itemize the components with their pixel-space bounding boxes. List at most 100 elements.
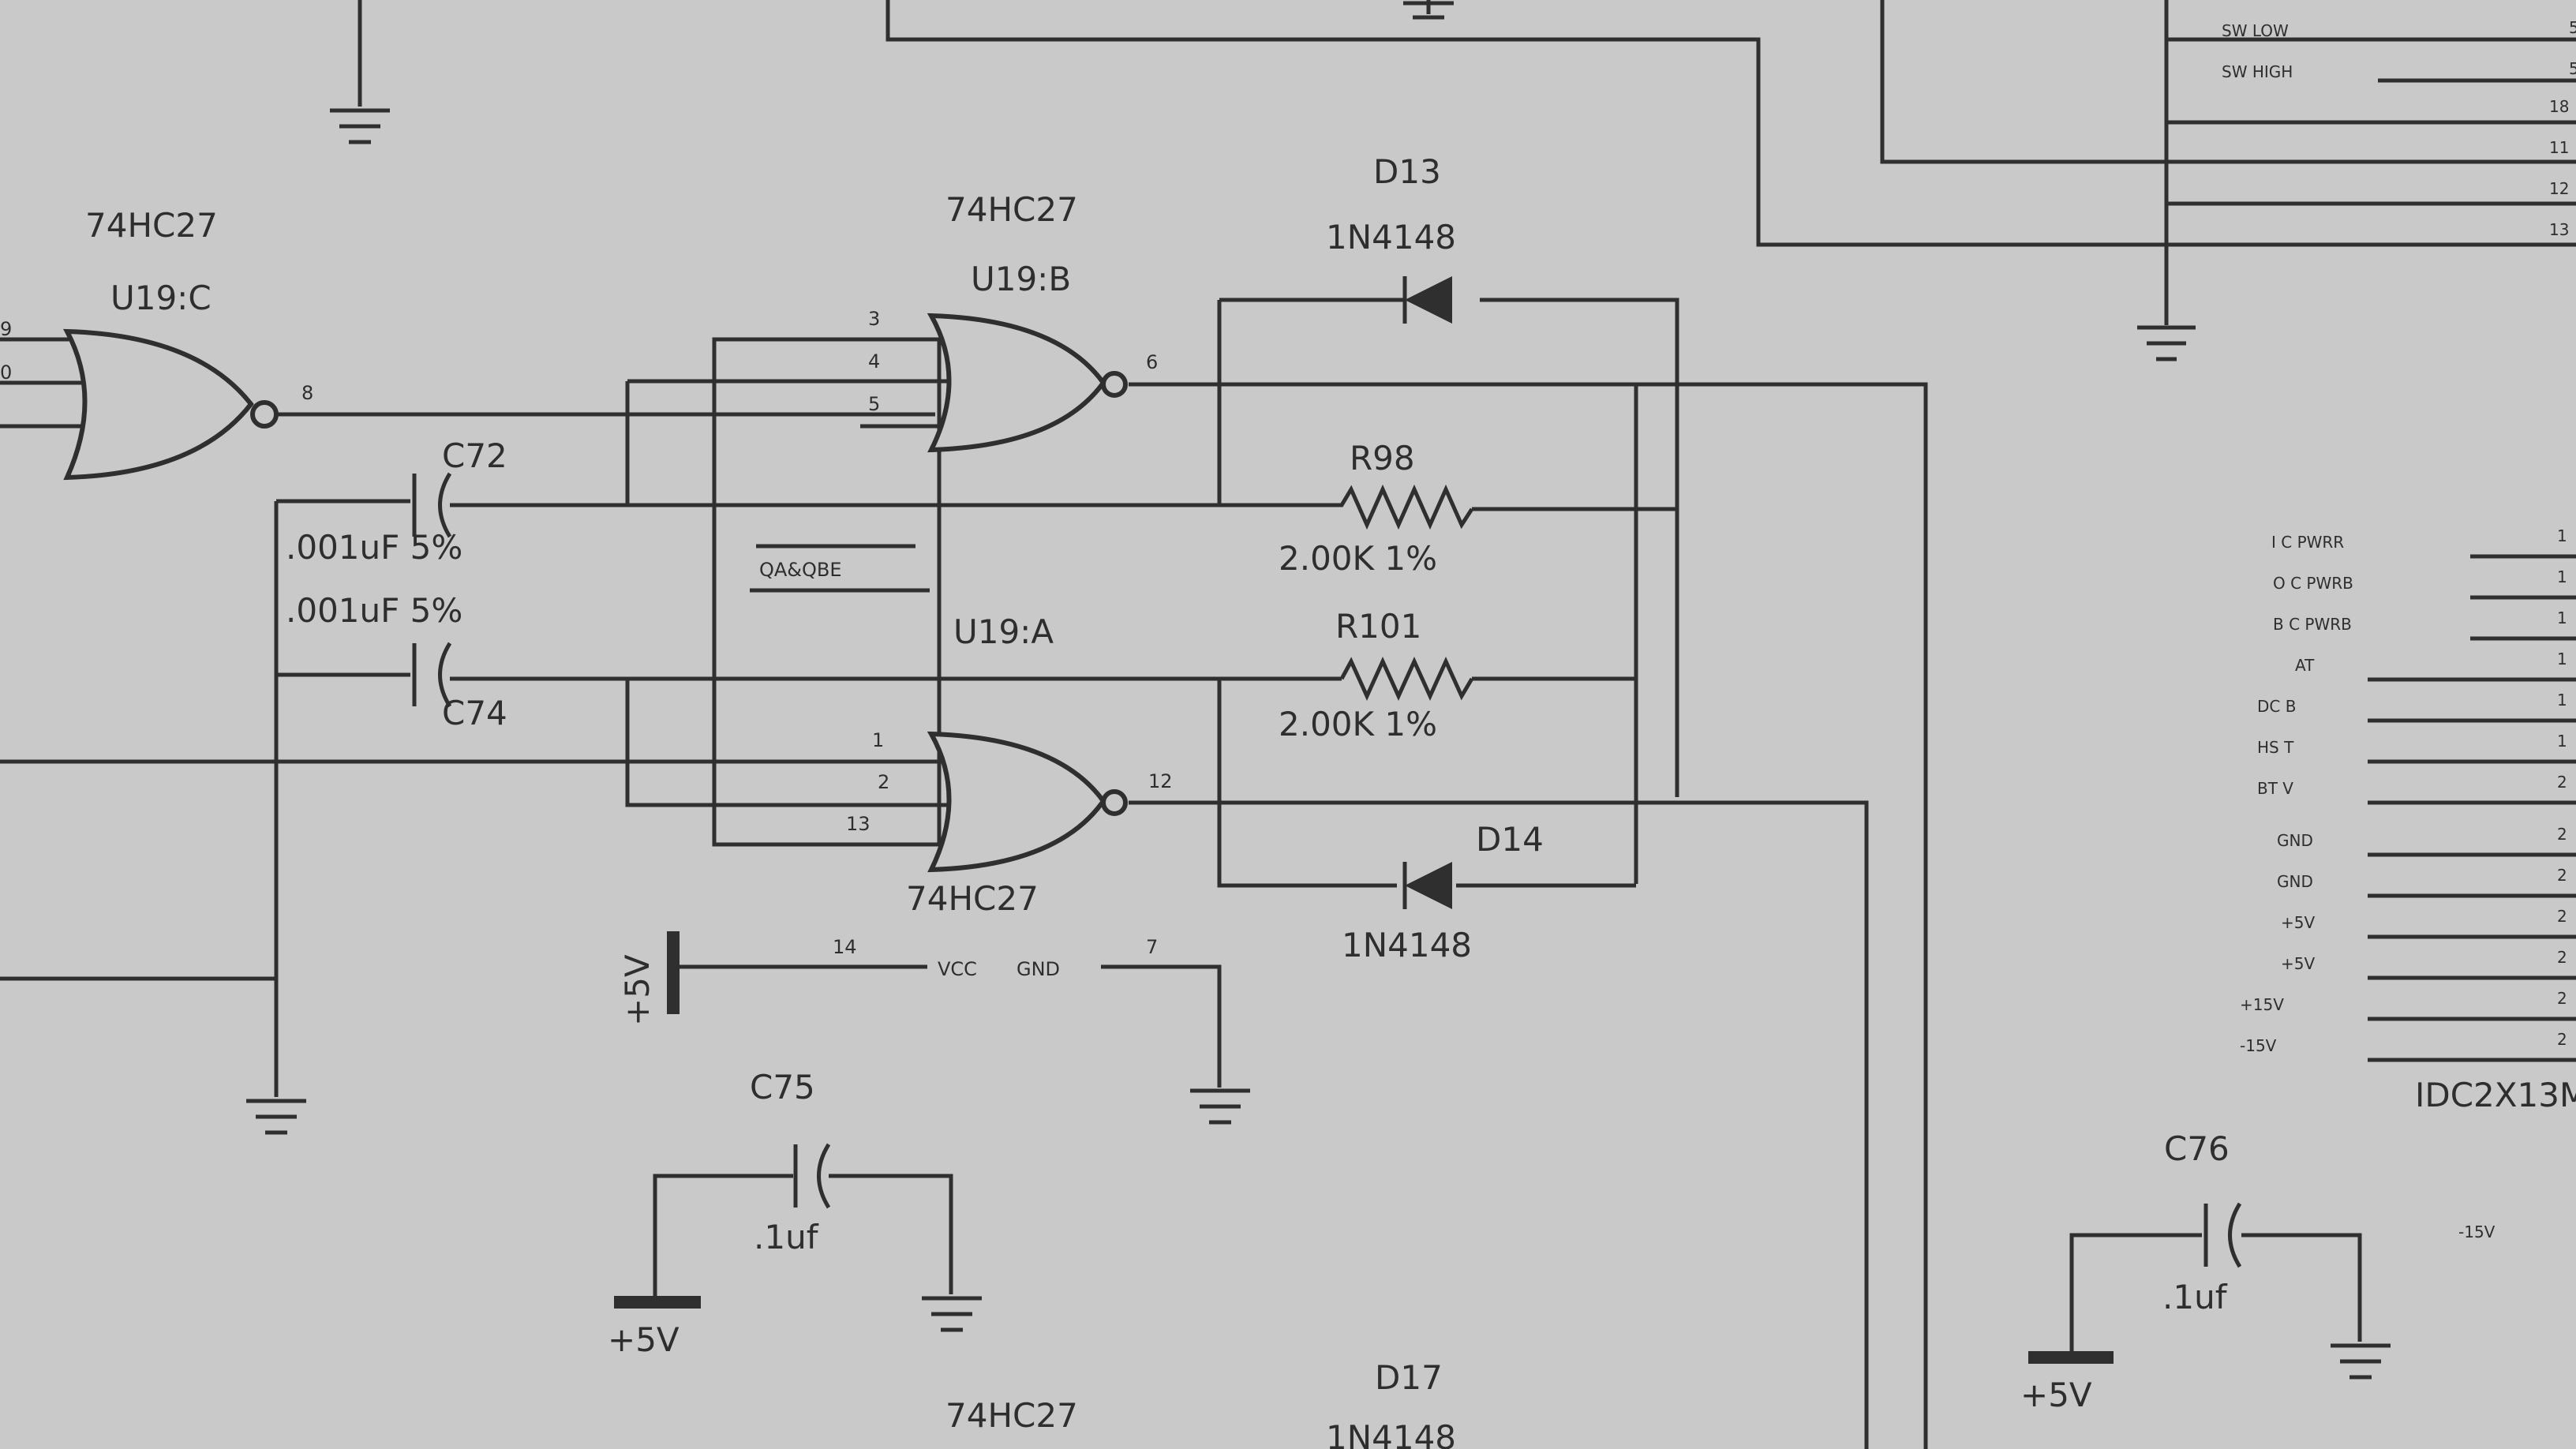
resistor-ref-label: R98 xyxy=(1350,439,1415,477)
diode-ref-label: D13 xyxy=(1373,152,1441,191)
connector-pin-label: I C PWRR xyxy=(2271,533,2344,552)
signal-label: QA&QBE xyxy=(759,559,842,581)
minus15v-label: -15V xyxy=(2458,1222,2496,1241)
connector-pin-number: 1 xyxy=(2557,732,2567,751)
gate-type-label: 74HC27 xyxy=(85,206,218,245)
connector-pin-number: 5 xyxy=(2569,59,2576,78)
ground-icon xyxy=(246,1099,306,1135)
connector-idc2x13m: SW LOW SW HIGH 5 5 18 11 12 13 I C PWRR … xyxy=(2166,18,2576,1114)
pin-number: 2 xyxy=(878,771,889,793)
connector-pin-label: +5V xyxy=(2281,954,2315,973)
pin-number: 13 xyxy=(846,813,871,835)
connector-pin-number: 2 xyxy=(2557,773,2567,792)
pin-number: 6 xyxy=(1146,351,1158,373)
diode-ref-label: D14 xyxy=(1476,820,1544,859)
connector-pin-label: -15V xyxy=(2240,1036,2277,1055)
pin-number: 8 xyxy=(301,382,313,404)
resistor-r101 xyxy=(1339,656,1474,702)
power-rails xyxy=(614,931,2114,1364)
connector-pin-label: +5V xyxy=(2281,913,2315,932)
ground-icon xyxy=(1190,1088,1250,1125)
nor-gate-u19a xyxy=(927,731,1128,873)
pin-number: 5 xyxy=(868,393,880,415)
capacitor-value-label: .1uf xyxy=(754,1218,819,1256)
pin-number: 1 xyxy=(872,729,884,751)
capacitor-c74 xyxy=(412,642,452,708)
connector-pin-number: 2 xyxy=(2557,1030,2567,1049)
connector-pin-number: 5 xyxy=(2569,18,2576,37)
connector-pin-label: B C PWRB xyxy=(2273,615,2352,634)
ground-icon xyxy=(2331,1343,2391,1380)
gnd-label: GND xyxy=(1017,958,1060,980)
connector-pin-number: 1 xyxy=(2557,567,2567,586)
pin-number: 4 xyxy=(868,350,880,373)
connector-pin-number: 2 xyxy=(2557,948,2567,967)
diode-d13 xyxy=(1402,276,1452,324)
connector-pin-number: 12 xyxy=(2549,179,2569,198)
signal-qa-qbe: QA&QBE xyxy=(750,544,930,593)
gate-type-label: 74HC27 xyxy=(945,190,1078,229)
connector-pin-number: 18 xyxy=(2549,97,2569,116)
ground-icon xyxy=(330,108,390,144)
connector-pin-number: 13 xyxy=(2549,220,2569,239)
vcc-label: VCC xyxy=(938,958,977,980)
pin-number: 9 xyxy=(0,318,12,340)
connector-pin-label: GND xyxy=(2277,831,2313,850)
gate-type-label: 74HC27 xyxy=(945,1396,1078,1435)
connector-pin-label: AT xyxy=(2295,656,2315,675)
plus5v-label: +5V xyxy=(608,1320,680,1359)
connector-pin-number: 1 xyxy=(2557,650,2567,668)
resistor-ref-label: R101 xyxy=(1335,607,1421,646)
connector-pin-number: 2 xyxy=(2557,989,2567,1008)
pin-number: 12 xyxy=(1148,770,1173,792)
connector-pin-number: 11 xyxy=(2549,138,2569,157)
capacitor-c72 xyxy=(412,472,452,538)
pin-number: 14 xyxy=(833,936,857,958)
connector-pin-label: O C PWRB xyxy=(2273,574,2353,593)
connector-pin-label: DC B xyxy=(2257,697,2296,716)
capacitor-c75 xyxy=(793,1143,831,1209)
pin-number: 3 xyxy=(868,308,880,330)
capacitor-ref-label: C75 xyxy=(750,1068,815,1106)
connector-pin-label: +15V xyxy=(2240,995,2284,1014)
capacitor-value-label: .001uF 5% xyxy=(286,591,462,630)
connector-pin-number: 2 xyxy=(2557,866,2567,885)
plus5v-label: +5V xyxy=(618,954,657,1026)
diode-part-label: 1N4148 xyxy=(1326,1418,1456,1449)
diode-part-label: 1N4148 xyxy=(1342,926,1472,964)
capacitor-ref-label: C72 xyxy=(442,436,507,475)
ground-icon xyxy=(2137,325,2196,361)
ground-symbols xyxy=(246,1,2391,1380)
nor-gate-u19c xyxy=(62,328,279,481)
connector-pin-label: BT V xyxy=(2257,779,2293,798)
connector-pin-number: 1 xyxy=(2557,608,2567,627)
capacitor-c76 xyxy=(2203,1202,2242,1268)
resistor-r98 xyxy=(1219,484,1474,530)
gate-ref-label: U19:A xyxy=(953,612,1054,651)
capacitor-ref-label: C74 xyxy=(442,694,507,732)
connector-pin-number: 2 xyxy=(2557,825,2567,844)
connector-pin-label: SW HIGH xyxy=(2222,62,2293,81)
connector-pin-label: SW LOW xyxy=(2222,21,2289,40)
plus5v-label: +5V xyxy=(2020,1376,2092,1414)
gate-ref-label: U19:C xyxy=(110,279,212,317)
resistor-value-label: 2.00K 1% xyxy=(1279,539,1437,578)
diode-d14 xyxy=(1402,862,1452,909)
nor-gate-u19b xyxy=(927,313,1128,453)
capacitor-ref-label: C76 xyxy=(2164,1129,2230,1168)
gate-ref-label: U19:B xyxy=(971,260,1071,298)
connector-pin-label: GND xyxy=(2277,872,2313,891)
connector-pin-label: HS T xyxy=(2257,738,2294,757)
connector-pin-number: 1 xyxy=(2557,691,2567,710)
pin-number: 0 xyxy=(0,361,12,384)
ground-icon xyxy=(922,1296,982,1332)
gate-type-label: 74HC27 xyxy=(906,879,1039,918)
capacitor-value-label: .001uF 5% xyxy=(286,528,462,567)
connector-pin-number: 2 xyxy=(2557,907,2567,926)
resistor-value-label: 2.00K 1% xyxy=(1279,705,1437,743)
capacitor-value-label: .1uf xyxy=(2162,1278,2228,1316)
connector-pin-number: 1 xyxy=(2557,526,2567,545)
diode-part-label: 1N4148 xyxy=(1326,218,1456,256)
pin-number: 7 xyxy=(1146,936,1158,958)
